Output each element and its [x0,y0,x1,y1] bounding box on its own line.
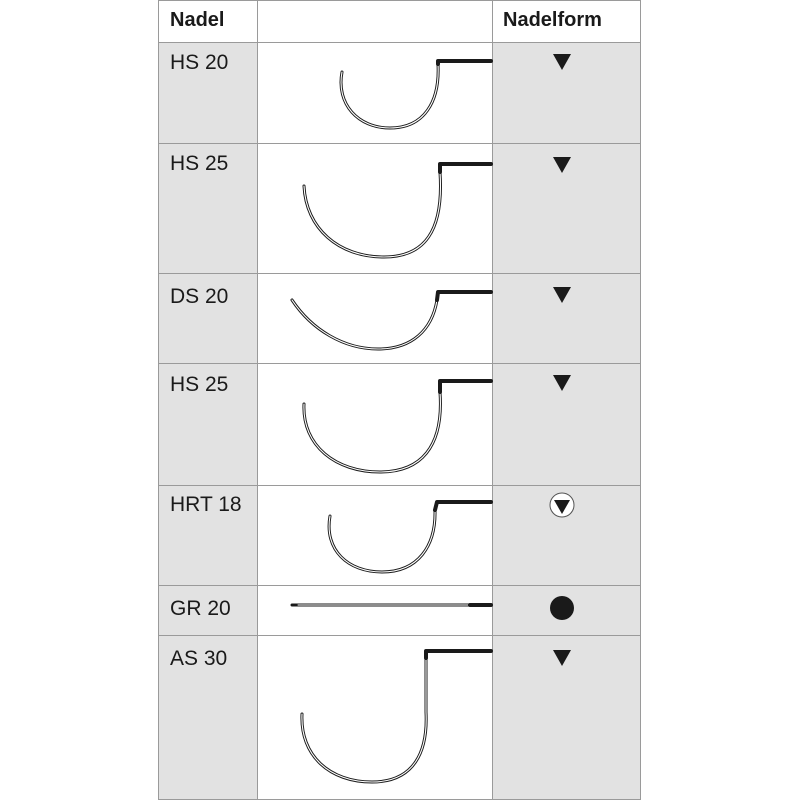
triangle-down-icon [553,650,571,666]
header-needle-label: Nadel [170,9,225,31]
needle-as30-drawing [300,649,493,784]
row-3-name: DS 20 [170,285,229,308]
needle-hrt18-drawing [327,500,493,574]
row-1-name: HS 20 [170,51,229,74]
needle-table: Nadel Nadelform HS 20 HS 25 DS 20 HS 25 … [158,0,641,800]
row-2-name: HS 25 [170,152,229,175]
triangle-down-icon [553,287,571,303]
row-6-name: GR 20 [170,597,231,620]
row-7-name: AS 30 [170,647,228,670]
needle-shape-column [493,43,641,800]
row-5-name: HRT 18 [170,493,242,516]
needle-hs25-drawing [302,162,493,259]
triangle-down-icon [553,375,571,391]
triangle-down-icon [553,54,571,70]
filled-circle-icon [550,596,574,620]
needle-ds20-drawing [290,290,493,351]
header-cell-shape [493,0,641,42]
needle-hs20-drawing [339,59,493,130]
needle-drawings [290,54,575,784]
header-cell-needle [158,0,257,42]
circled-triangle-down-icon [549,492,575,518]
needle-name-column [158,43,257,800]
header-cell-image [258,0,492,42]
triangle-down-icon [553,157,571,173]
needle-hs25-second-drawing [302,379,493,474]
row-4-name: HS 25 [170,373,229,396]
header-shape-label: Nadelform [503,9,602,31]
needle-image-column [258,43,492,800]
